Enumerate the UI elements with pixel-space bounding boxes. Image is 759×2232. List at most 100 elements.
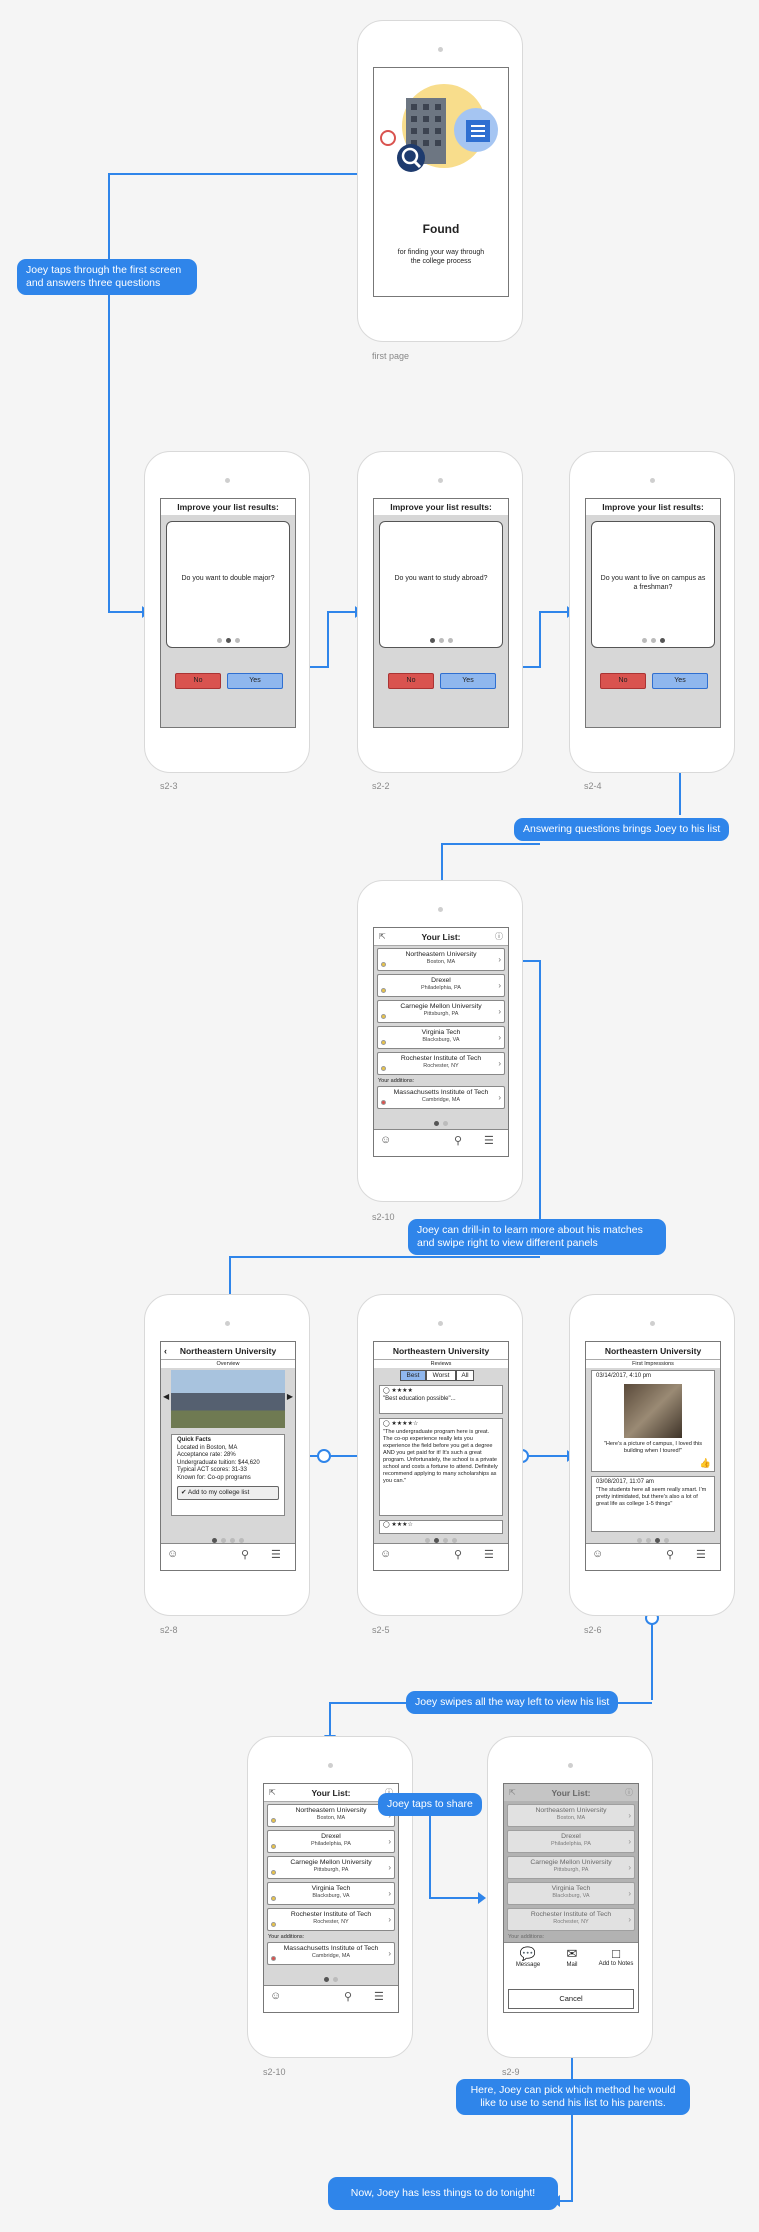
college-name: Virginia Tech <box>311 1885 351 1892</box>
no-button[interactable]: No <box>600 673 646 689</box>
profile-icon[interactable]: ☺ <box>270 1990 282 2002</box>
arrow-right-icon[interactable]: ▶ <box>286 1392 293 1401</box>
list-icon[interactable]: ☰ <box>374 1991 384 2003</box>
status-dot <box>271 1922 276 1927</box>
detail-header: ‹Northeastern University <box>161 1342 295 1360</box>
phone-first-page: Found for finding your way through the c… <box>357 20 523 342</box>
share-option-notes[interactable]: □ Add to Notes <box>594 1946 638 1969</box>
label-s2-5: s2-5 <box>372 1625 390 1635</box>
chevron-right-icon: › <box>628 1889 631 1898</box>
star-rating-icon: ◯ ★★★★ <box>383 1388 413 1394</box>
share-icon[interactable]: ⇱ <box>379 932 386 941</box>
phone-camera <box>438 1321 443 1326</box>
list-icon[interactable]: ☰ <box>484 1135 494 1147</box>
list-icon[interactable]: ☰ <box>271 1549 281 1561</box>
review-card: ◯ ★★★★ "Best education possible"... <box>379 1385 503 1414</box>
section-label: Overview <box>161 1360 295 1368</box>
tab-all[interactable]: All <box>456 1370 474 1381</box>
profile-icon[interactable]: ☺ <box>380 1548 392 1560</box>
share-icon[interactable]: ⇱ <box>269 1788 276 1797</box>
additions-label: Your additions: <box>508 1934 545 1940</box>
page-dots <box>264 1977 398 1982</box>
yes-button[interactable]: Yes <box>652 673 708 689</box>
phone-s2-4: Improve your list results: Do you want t… <box>569 451 735 773</box>
star-rating-icon: ◯ ★★★☆ <box>383 1522 413 1528</box>
post-date: 03/14/2017, 4:10 pm <box>596 1373 652 1379</box>
back-icon[interactable]: ‹ <box>164 1346 167 1356</box>
college-name: Carnegie Mellon University <box>290 1859 372 1866</box>
profile-icon[interactable]: ☺ <box>167 1548 179 1560</box>
search-icon[interactable]: ⚲ <box>454 1135 463 1147</box>
search-icon[interactable]: ⚲ <box>454 1549 463 1561</box>
help-icon[interactable]: ⓘ <box>495 932 503 941</box>
fact: Known for: Co-op programs <box>177 1474 251 1481</box>
no-button[interactable]: No <box>175 673 221 689</box>
yes-button[interactable]: Yes <box>227 673 283 689</box>
label-s2-8: s2-8 <box>160 1625 178 1635</box>
label-s2-10: s2-10 <box>372 1212 395 1222</box>
add-to-list-button[interactable]: ✔ Add to my college list <box>177 1486 279 1500</box>
phone-camera <box>650 478 655 483</box>
thumbs-up-icon[interactable]: 👍 <box>699 1458 711 1468</box>
list-icon[interactable]: ☰ <box>484 1549 494 1561</box>
search-icon[interactable]: ⚲ <box>344 1991 353 2003</box>
phone-camera <box>328 1763 333 1768</box>
screen-your-list: ⇱ Your List: ⓘ Northeastern UniversityBo… <box>263 1783 399 2013</box>
question-card: Do you want to double major? <box>166 521 290 648</box>
college-name: Northeastern University <box>535 1807 607 1814</box>
question-body: Do you want to live on campus as a fresh… <box>586 515 720 727</box>
arrow-left-icon[interactable]: ◀ <box>163 1392 170 1401</box>
share-option-message[interactable]: 💬 Message <box>508 1946 548 1970</box>
status-dot <box>271 1956 276 1961</box>
college-location: Boston, MA <box>426 959 456 965</box>
search-icon[interactable]: ⚲ <box>241 1549 250 1561</box>
chevron-right-icon: › <box>628 1837 631 1846</box>
status-dot <box>381 1014 386 1019</box>
college-location: Pittsburgh, PA <box>313 1867 349 1873</box>
share-option-mail[interactable]: ✉ Mail <box>552 1946 592 1970</box>
help-icon[interactable]: ⓘ <box>385 1784 393 1802</box>
tab-bar: ☺ ⚲ ☰ <box>586 1543 720 1570</box>
status-dot <box>271 1896 276 1901</box>
campus-building-photo <box>624 1383 682 1438</box>
college-location: Rochester, NY <box>423 1063 459 1069</box>
tab-worst[interactable]: Worst <box>426 1370 456 1381</box>
chevron-right-icon: › <box>388 1863 391 1872</box>
tab-best[interactable]: Best <box>400 1370 426 1381</box>
no-button[interactable]: No <box>388 673 434 689</box>
search-icon[interactable]: ⚲ <box>666 1549 675 1561</box>
list-title: Your List: <box>421 932 461 942</box>
chevron-right-icon: › <box>628 1811 631 1820</box>
cancel-button[interactable]: Cancel <box>508 1989 634 2009</box>
phone-camera <box>568 1763 573 1768</box>
page-dots <box>592 638 714 643</box>
share-option-label: Add to Notes <box>598 1961 634 1967</box>
profile-icon[interactable]: ☺ <box>380 1134 392 1146</box>
college-location: Philadelphia, PA <box>311 1841 351 1847</box>
college-name: Massachusetts Institute of Tech <box>393 1089 489 1096</box>
review-card: ◯ ★★★☆ <box>379 1520 503 1534</box>
screen-question-study-abroad: Improve your list results: Do you want t… <box>373 498 509 728</box>
screen-first-impressions: Northeastern University First Impression… <box>585 1341 721 1571</box>
college-name: Massachusetts Institute of Tech <box>283 1945 379 1952</box>
chevron-right-icon: › <box>498 1093 501 1102</box>
list-icon[interactable]: ☰ <box>696 1549 706 1561</box>
yes-button[interactable]: Yes <box>440 673 496 689</box>
college-location: Rochester, NY <box>313 1919 349 1925</box>
page-dots <box>374 1538 508 1543</box>
profile-icon[interactable]: ☺ <box>592 1548 604 1560</box>
